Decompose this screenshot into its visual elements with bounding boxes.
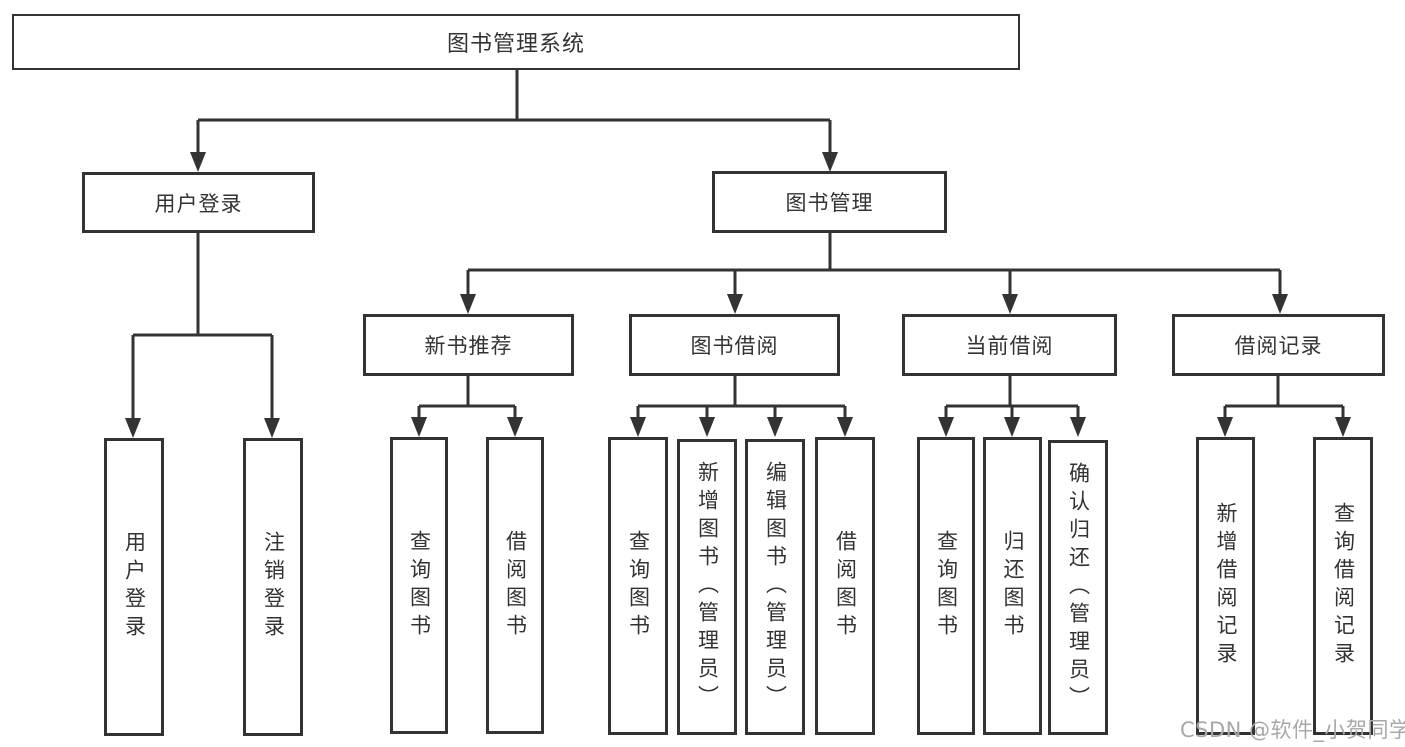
leaf-borrow-books-1-label: 借阅图书 — [503, 529, 528, 642]
node-borrow-records: 借阅记录 — [1172, 314, 1385, 376]
connector-new-book — [417, 376, 517, 418]
node-library-system: 图书管理系统 — [12, 14, 1020, 70]
leaf-borrow-books-1: 借阅图书 — [486, 437, 544, 734]
node-new-book-recommend: 新书推荐 — [363, 314, 574, 376]
leaf-user-login-label: 用户登录 — [122, 531, 147, 643]
leaf-query-books-1-label: 查询图书 — [407, 529, 432, 642]
leaf-query-borrow-record-label: 查询借阅记录 — [1331, 502, 1356, 670]
node-current-borrow: 当前借阅 — [902, 314, 1117, 376]
leaf-query-books-3-label: 查询图书 — [934, 530, 959, 642]
leaf-query-books-1: 查询图书 — [390, 437, 448, 734]
leaf-logout-label: 注销登录 — [261, 531, 286, 643]
leaf-return-books: 归还图书 — [983, 437, 1042, 735]
leaf-confirm-return-admin: 确认归还（管理员） — [1048, 440, 1108, 735]
leaf-borrow-books-2-label: 借阅图书 — [833, 530, 858, 642]
leaf-add-borrow-record-label: 新增借阅记录 — [1214, 502, 1238, 670]
connector-user-login — [131, 233, 274, 418]
leaf-logout: 注销登录 — [243, 438, 303, 736]
connector-current-borrow — [944, 376, 1080, 418]
connector-root — [196, 70, 832, 153]
leaf-edit-book-admin: 编辑图书（管理员） — [745, 439, 805, 735]
node-book-borrow: 图书借阅 — [629, 314, 840, 376]
leaf-add-borrow-record: 新增借阅记录 — [1196, 437, 1255, 735]
csdn-watermark: CSDN @软件_小贺同学 — [1180, 718, 1405, 742]
leaf-user-login: 用户登录 — [104, 438, 164, 736]
node-book-management: 图书管理 — [712, 171, 947, 233]
leaf-query-borrow-record: 查询借阅记录 — [1313, 437, 1373, 735]
leaf-return-books-label: 归还图书 — [1001, 530, 1025, 642]
leaf-query-books-2: 查询图书 — [608, 437, 668, 735]
leaf-edit-book-admin-label: 编辑图书（管理员） — [763, 461, 788, 713]
leaf-add-book-admin-label: 新增图书（管理员） — [695, 461, 720, 713]
leaf-query-books-2-label: 查询图书 — [626, 530, 651, 642]
arrowheads — [125, 152, 1351, 438]
leaf-query-books-3: 查询图书 — [917, 437, 975, 735]
connector-book-mgmt — [466, 233, 1282, 295]
leaf-confirm-return-admin-label: 确认归还（管理员） — [1066, 461, 1091, 714]
node-user-login: 用户登录 — [82, 172, 315, 233]
leaf-borrow-books-2: 借阅图书 — [815, 437, 875, 735]
connector-borrow-records — [1223, 376, 1345, 418]
leaf-add-book-admin: 新增图书（管理员） — [677, 439, 737, 735]
connector-book-borrow — [636, 376, 847, 418]
